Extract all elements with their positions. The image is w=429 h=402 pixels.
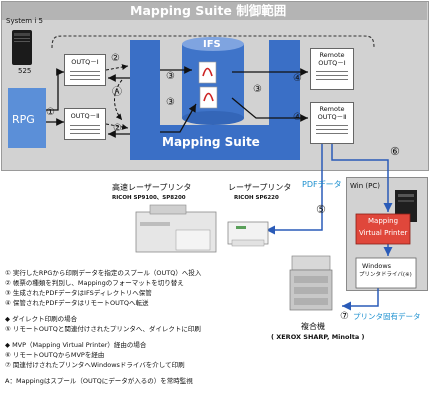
step-3-marker: ③ xyxy=(166,97,175,108)
rpg-label: RPG xyxy=(12,113,35,126)
legend-mvp-step: ⑦ 関連付けされたプリンタへWindowsドライバを介して印刷 xyxy=(5,361,185,369)
step-3-marker: ③ xyxy=(166,71,175,82)
mfp-title: 複合機 xyxy=(301,322,325,331)
server-tower-icon xyxy=(12,30,32,65)
pdf-data-label: PDFデータ xyxy=(302,180,342,189)
remote-outq-2-line1: Remote xyxy=(319,105,345,113)
step-7-marker: ⑦ xyxy=(340,311,349,322)
legend-step: ④ 保管されたPDFデータはリモートOUTQへ転送 xyxy=(5,299,149,307)
legend-mvp-heading: ◆ MVP（Mapping Virtual Printer）経由の場合 xyxy=(5,341,147,349)
step-4-marker: ④ xyxy=(293,73,302,84)
mapping-suite-block xyxy=(130,40,300,160)
remote-outq-2-line2: OUTQ－Ⅱ xyxy=(317,113,347,122)
step-5-marker: ⑤ xyxy=(316,203,326,216)
step-2-marker: ② xyxy=(113,123,122,134)
remote-outq-1-doc: Remote OUTQ－Ⅰ xyxy=(310,48,354,90)
rpg-box xyxy=(8,88,46,148)
win-pc-label: Win (PC) xyxy=(350,182,380,190)
outq-2-label: OUTQ－Ⅱ xyxy=(70,112,100,120)
control-range-bracket xyxy=(51,35,375,49)
step-2-marker: ② xyxy=(111,53,120,64)
outq-1-label: OUTQ－Ⅰ xyxy=(71,58,99,66)
step-1-marker: ① xyxy=(46,107,55,118)
printer-specific-data-label: プリンタ固有データ xyxy=(353,312,421,321)
outq-2-doc: OUTQ－Ⅱ xyxy=(64,108,106,140)
legend-direct-heading: ◆ ダイレクト印刷の場合 xyxy=(5,315,78,323)
frame-title: Mapping Suite 制御範囲 xyxy=(130,3,287,18)
windows-driver-box xyxy=(355,257,417,289)
step-3-marker: ③ xyxy=(253,84,262,95)
mfp-copier-icon xyxy=(289,255,333,311)
legend-step: ① 実行したRPGから印刷データを指定のスプール（OUTQ）へ投入 xyxy=(5,269,202,277)
printer-icon xyxy=(227,221,269,247)
step-6-marker: ⑥ xyxy=(390,145,400,158)
laser-printer-title: レーザープリンタ xyxy=(228,183,292,192)
legend: ① 実行したRPGから印刷データを指定のスプール（OUTQ）へ投入 ② 帳票の種… xyxy=(5,268,201,386)
legend-direct-step: ⑤ リモートOUTQと関連付けされたプリンタへ、ダイレクトに印刷 xyxy=(5,325,201,333)
ifs-label: IFS xyxy=(203,39,221,50)
remote-outq-1-line2: OUTQ－Ⅰ xyxy=(318,59,346,68)
windows-driver-line1: Windows xyxy=(362,262,392,270)
laser-printer-models: RICOH SP6220 xyxy=(234,195,279,201)
step-a-marker: Ⓐ xyxy=(112,87,122,98)
system-name: System i 5 xyxy=(6,17,43,25)
pdf-document-icon xyxy=(199,86,218,109)
highspeed-printer-models: RICOH SP9100、SP8200 xyxy=(112,195,186,201)
system-model: 525 xyxy=(18,67,32,75)
step-4-marker: ④ xyxy=(293,112,302,123)
windows-driver-line2: プリンタドライバ(※) xyxy=(359,272,412,278)
mvp-line2: Virtual Printer xyxy=(359,229,408,237)
mvp-line1: Mapping xyxy=(368,217,399,225)
outq-1-doc: OUTQ－Ⅰ xyxy=(64,54,106,86)
legend-mvp-step: ⑥ リモートOUTQからMVPを経由 xyxy=(5,351,105,359)
title-bar xyxy=(2,2,427,20)
highspeed-printer-title: 高速レーザープリンタ xyxy=(112,183,192,192)
legend-step: ③ 生成されたPDFデータはIFSディレクトリへ保管 xyxy=(5,289,152,297)
mapping-suite-label: Mapping Suite xyxy=(162,135,260,149)
remote-outq-2-doc: Remote OUTQ－Ⅱ xyxy=(310,102,354,144)
remote-outq-1-line1: Remote xyxy=(319,51,345,59)
printer-icon xyxy=(135,204,217,253)
legend-step: ② 帳票の種類を判別し、Mappingのフォーマットを切り替え xyxy=(5,279,184,287)
mfp-models: ( XEROX SHARP, Minolta ) xyxy=(271,333,365,341)
mvp-box xyxy=(355,213,411,245)
pdf-document-icon xyxy=(198,61,217,84)
legend-footnote: A：Mappingはスプール（OUTQにデータが入るの）を常時監視 xyxy=(5,377,193,385)
